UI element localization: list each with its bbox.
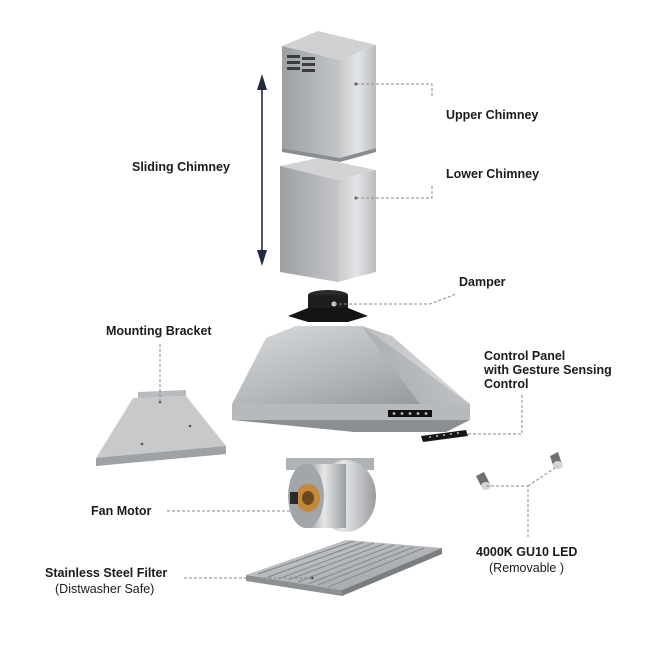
label-mounting-bracket: Mounting Bracket bbox=[106, 324, 212, 338]
damper-part bbox=[288, 290, 368, 322]
leader-damper bbox=[334, 293, 457, 305]
fan-motor-part bbox=[286, 458, 376, 532]
label-lower-chimney: Lower Chimney bbox=[446, 167, 540, 181]
label-damper: Damper bbox=[459, 275, 506, 289]
upper-chimney-part bbox=[282, 31, 376, 162]
leader-lower-chimney bbox=[356, 184, 433, 199]
label-control-panel-line1: Control Panel bbox=[484, 349, 566, 363]
sliding-arrow bbox=[257, 74, 267, 266]
led-bulb-right bbox=[550, 452, 563, 469]
stainless-filter-part bbox=[246, 540, 442, 596]
control-panel-part bbox=[421, 430, 468, 442]
label-control-panel-line3: Control bbox=[484, 377, 529, 391]
led-bulb-left bbox=[476, 472, 491, 490]
label-filter-note: (Distwasher Safe) bbox=[55, 582, 155, 596]
lower-chimney-part bbox=[280, 158, 376, 282]
label-upper-chimney: Upper Chimney bbox=[446, 108, 539, 122]
label-fan-motor: Fan Motor bbox=[91, 504, 152, 518]
leader-lines bbox=[159, 83, 559, 579]
mounting-bracket-part bbox=[96, 390, 226, 466]
hood-body-part bbox=[232, 326, 470, 432]
label-led-note: (Removable ) bbox=[489, 561, 565, 575]
leader-led-left bbox=[486, 485, 529, 538]
leader-control-panel bbox=[468, 394, 523, 435]
label-filter: Stainless Steel Filter bbox=[45, 566, 168, 580]
leader-upper-chimney bbox=[356, 83, 433, 96]
label-sliding-chimney: Sliding Chimney bbox=[132, 160, 230, 174]
leader-led-right bbox=[527, 465, 559, 487]
label-control-panel-line2: with Gesture Sensing bbox=[484, 363, 612, 377]
label-led: 4000K GU10 LED bbox=[476, 545, 578, 559]
